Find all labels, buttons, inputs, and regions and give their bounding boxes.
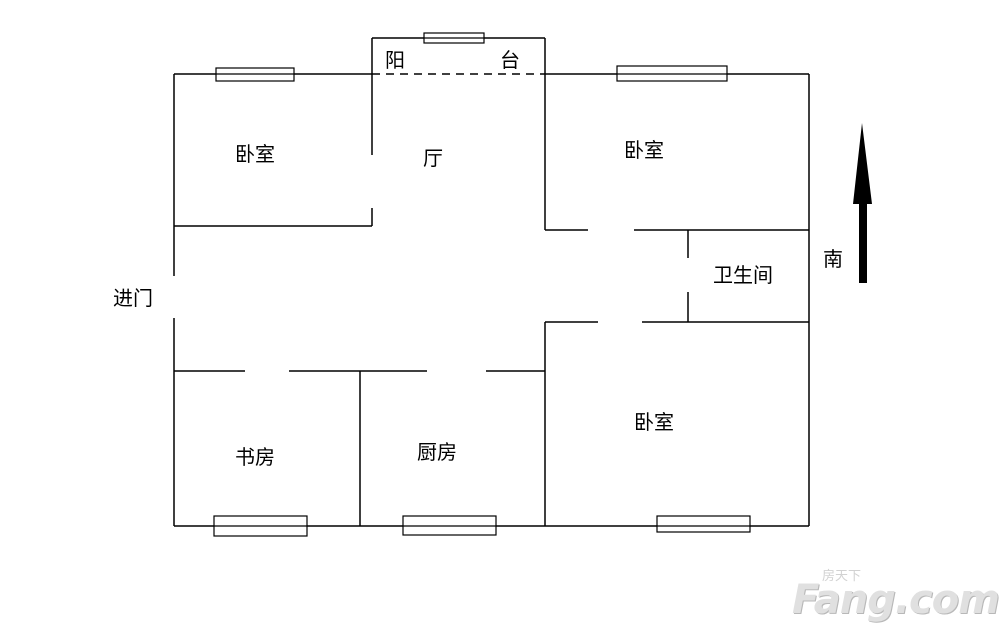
bathroom-label: 卫生间 xyxy=(713,263,773,287)
windows xyxy=(213,32,751,537)
north-arrow-icon xyxy=(853,123,872,283)
balcony-label-left: 阳 xyxy=(385,48,405,72)
hall-label: 厅 xyxy=(423,146,443,170)
kitchen-label: 厨房 xyxy=(417,440,457,464)
watermark-logo: 房天下 Fang.com xyxy=(792,563,1000,623)
window-balcony xyxy=(423,32,485,44)
watermark-brand: Fang.com xyxy=(792,577,1000,623)
window-bedroom-se xyxy=(656,515,751,533)
window-kitchen xyxy=(402,515,497,536)
balcony-label-right: 台 xyxy=(500,48,520,72)
bedroom-nw-label: 卧室 xyxy=(235,142,275,166)
compass-label: 南 xyxy=(823,247,843,271)
window-bedroom-ne xyxy=(616,65,728,82)
window-study xyxy=(213,515,308,537)
study-label: 书房 xyxy=(235,445,275,469)
bedroom-ne-label: 卧室 xyxy=(624,138,664,162)
entrance-label: 进门 xyxy=(113,286,153,310)
bedroom-se-label: 卧室 xyxy=(634,410,674,434)
watermark-sub: 房天下 xyxy=(822,569,862,584)
window-bedroom-nw xyxy=(215,67,295,82)
